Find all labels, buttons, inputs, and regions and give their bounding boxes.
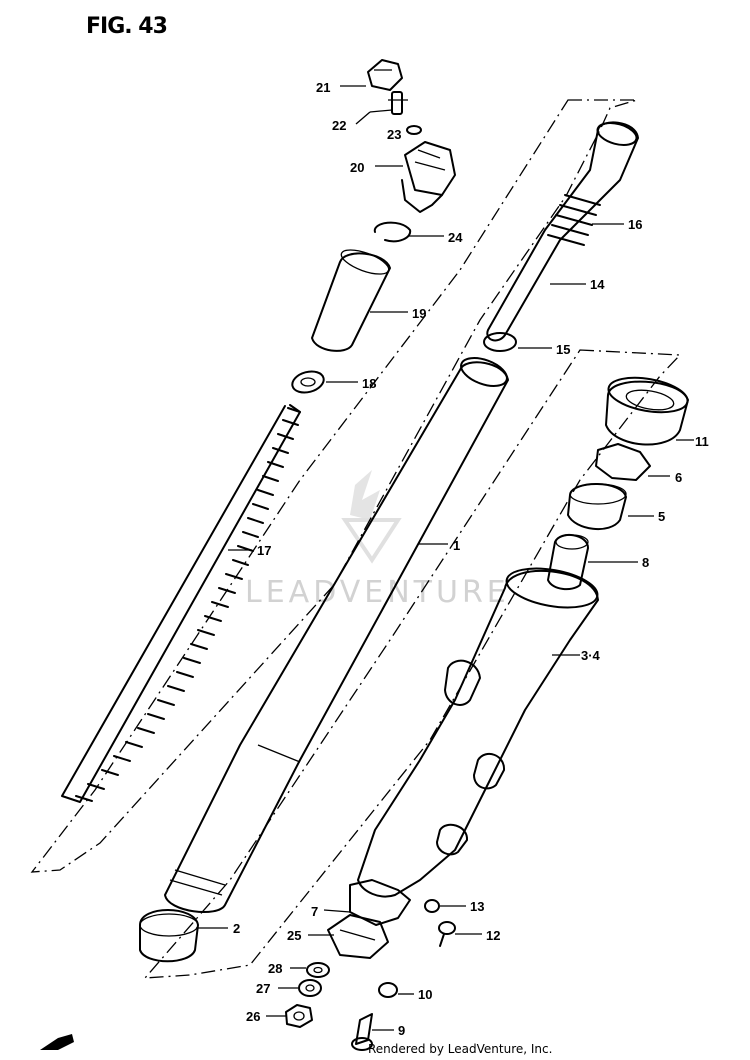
- callout-20: 20: [350, 160, 364, 175]
- callout-21: 21: [316, 80, 330, 95]
- callout-3-4: 3·4: [581, 648, 601, 663]
- part-13-nut: [424, 899, 440, 913]
- callout-11: 11: [695, 434, 709, 449]
- part-26-nut: [285, 1004, 313, 1028]
- part-3-4-outer-tube: [349, 567, 599, 926]
- callout-18: 18: [362, 376, 376, 391]
- part-8-oil-lock-piece: [547, 533, 589, 591]
- callout-14: 14: [590, 277, 605, 292]
- callout-10: 10: [418, 987, 432, 1002]
- callout-8: 8: [642, 555, 649, 570]
- figure-title: FIG. 43: [86, 14, 168, 39]
- part-18-washer: [291, 370, 325, 394]
- part-19-spacer: [311, 249, 391, 352]
- callout-2: 2: [233, 921, 240, 936]
- callout-9: 9: [398, 1023, 405, 1038]
- watermark: LEADVENTURE: [245, 470, 510, 610]
- callout-24: 24: [448, 230, 463, 245]
- callout-22: 22: [332, 118, 346, 133]
- callout-25: 25: [287, 928, 301, 943]
- part-28-washer: [306, 962, 330, 978]
- callout-17: 17: [257, 543, 271, 558]
- callouts: 21 22 23 20 24 19 18 17 16 14 15 11 6 5 …: [196, 80, 709, 1038]
- footer-credit: Rendered by LeadVenture, Inc.: [368, 1042, 553, 1056]
- callout-7: 7: [311, 904, 318, 919]
- part-5-washer: [567, 483, 627, 531]
- part-9-bolt: [351, 1013, 373, 1051]
- callout-1: 1: [453, 538, 460, 553]
- callout-13: 13: [470, 899, 484, 914]
- part-2-bushing: [139, 909, 199, 963]
- watermark-text: LEADVENTURE: [245, 575, 510, 610]
- part-12-bolt: [438, 921, 456, 947]
- part-25-clamp: [327, 914, 389, 959]
- part-15-seat: [483, 332, 517, 352]
- callout-15: 15: [556, 342, 570, 357]
- part-22-valve: [388, 91, 408, 115]
- part-27-washer: [298, 979, 322, 997]
- part-16-rebound-spring: [547, 194, 601, 246]
- part-20-cap-bolt: [401, 141, 456, 213]
- front-arrow-icon: [40, 1034, 74, 1050]
- watermark-logo-icon: [350, 470, 380, 520]
- part-10-nut: [378, 982, 398, 998]
- callout-23: 23: [387, 127, 401, 142]
- part-21-cap: [367, 59, 403, 91]
- part-6-clip: [595, 443, 651, 481]
- callout-6: 6: [675, 470, 682, 485]
- callout-5: 5: [658, 509, 665, 524]
- bracket-lines: [30, 99, 682, 979]
- part-17-spring: [61, 404, 301, 803]
- callout-27: 27: [256, 981, 270, 996]
- callout-26: 26: [246, 1009, 260, 1024]
- part-1-inner-tube: [164, 357, 509, 913]
- callout-16: 16: [628, 217, 642, 232]
- callout-12: 12: [486, 928, 500, 943]
- part-24-snap-ring: [373, 221, 412, 243]
- part-23-o-ring: [406, 125, 422, 135]
- callout-19: 19: [412, 306, 426, 321]
- part-14-damper-rod: [486, 121, 639, 342]
- part-11-oil-seal: [605, 376, 689, 446]
- callout-28: 28: [268, 961, 282, 976]
